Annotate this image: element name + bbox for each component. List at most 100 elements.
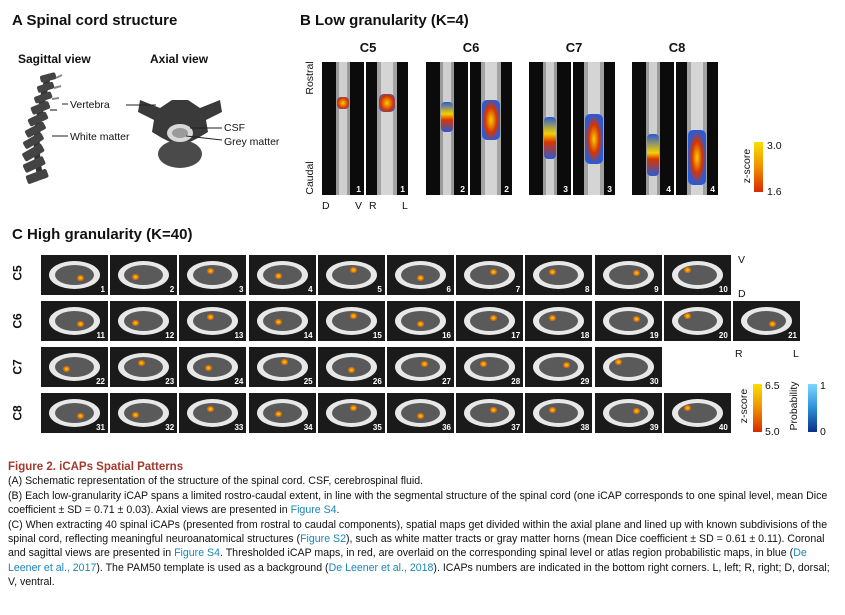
c-prob-label: Probability [788,381,800,431]
figure-s4-link[interactable]: Figure S4 [290,504,337,517]
icap-tile-31: 31 [41,393,108,433]
b-panel-c5-sagittal: 1 [322,62,364,195]
icap-number: 39 [649,423,659,432]
figure-s2-link[interactable]: Figure S2 [300,533,347,546]
de-leener-2018-link[interactable]: De Leener et al., 2018 [328,561,434,574]
icap-tile-8: 8 [525,255,593,295]
c-prob-min: 0 [820,426,826,438]
icap-tile-24: 24 [179,347,247,387]
orient-d: D [322,200,330,212]
icap-number: 4 [666,184,671,194]
icap-tile-9: 9 [594,255,662,295]
figure-title: Figure 2. iCAPs Spatial Patterns [8,461,184,473]
icap-number: 6 [446,285,451,294]
row-label-c7: C7 [10,359,25,375]
icap-number: 5 [377,285,382,294]
csf-label: CSF [224,122,245,134]
col-label-c7: C7 [565,40,583,55]
c-zscore-colorbar [753,384,762,432]
icap-tile-14: 14 [248,301,316,341]
axial-vertebra-drawing [126,100,223,168]
caption-a: (A) Schematic representation of the stru… [8,475,424,488]
vertebra-label: Vertebra [70,99,110,111]
icap-tile-17: 17 [456,301,524,341]
icap-number: 25 [303,377,313,386]
icap-tile-16: 16 [387,301,454,341]
b-zscore-colorbar [754,142,763,192]
icap-number: 2 [169,285,175,294]
icap-number: 20 [718,331,728,340]
c-zscore-max: 6.5 [765,380,780,392]
icap-number: 11 [96,331,105,340]
icap-tile-25: 25 [248,347,316,387]
icap-number: 26 [372,377,382,386]
icap-number: 35 [372,423,382,432]
icap-number: 3 [238,285,244,294]
icap-tile-2: 2 [110,255,178,295]
icap-tile-10: 10 [663,255,731,295]
icap-tile-3: 3 [179,255,247,295]
icap-number: 14 [303,331,313,340]
icap-number: 1 [356,184,361,194]
row-label-c5: C5 [10,265,25,281]
icap-number: 2 [460,184,465,194]
orient-v-c: V [738,254,746,266]
figure-s4-link-2[interactable]: Figure S4 [174,547,221,560]
caudal-label: Caudal [304,161,316,195]
icap-tile-19: 19 [594,301,662,341]
icap-number: 15 [372,331,382,340]
icap-number: 10 [718,285,728,294]
row-label-c8: C8 [10,405,25,421]
icap-tile-33: 33 [179,393,247,433]
icap-tile-39: 39 [594,393,662,433]
icap-number: 19 [649,331,659,340]
col-label-c6: C6 [462,40,480,55]
axial-view-label: Axial view [150,52,209,66]
caption-b: (B) Each low-granularity iCAP spans a li… [8,489,828,517]
b-panel-c8-coronal: 4 [676,62,718,195]
icap-number: 31 [96,423,105,432]
icap-number: 1 [400,184,405,194]
icap-number: 37 [511,423,521,432]
icap-number: 32 [165,423,175,432]
icap-tile-7: 7 [456,255,524,295]
icap-number: 1 [100,285,105,294]
icap-tile-40: 40 [663,393,731,433]
icap-tile-18: 18 [525,301,593,341]
icap-number: 7 [515,285,521,294]
orient-v: V [355,200,363,212]
de-leener-2017-link[interactable]: De Leener et al., 2017 [8,547,807,574]
icap-tile-20: 20 [663,301,731,341]
icap-number: 40 [718,423,728,432]
icap-tile-22: 22 [41,347,108,387]
b-panel-c6-coronal: 2 [470,62,512,195]
b-panel-c6-sagittal: 2 [426,62,468,195]
icap-number: 34 [303,423,313,432]
white-matter-label: White matter [70,131,130,143]
icap-tile-23: 23 [110,347,178,387]
sagittal-view-label: Sagittal view [18,52,91,66]
b-panel-c7-coronal: 3 [573,62,615,195]
icap-number: 3 [607,184,612,194]
icap-number: 16 [442,331,451,340]
row-label-c6: C6 [10,313,25,329]
b-colorbar-label: z-score [741,148,753,184]
orient-l-c: L [793,348,799,360]
icap-number: 36 [442,423,451,432]
grey-matter-label: Grey matter [224,136,280,148]
icap-number: 3 [563,184,568,194]
icap-number: 18 [580,331,590,340]
icap-number: 4 [710,184,715,194]
orient-l: L [402,200,408,212]
b-panel-c5-coronal: 1 [366,62,408,195]
icap-tile-29: 29 [525,347,593,387]
panel-c-title: C High granularity (K=40) [12,226,193,243]
icap-tile-5: 5 [317,255,385,295]
icap-number: 8 [584,285,590,294]
c-probability-colorbar [808,384,817,432]
panel-b-title: B Low granularity (K=4) [300,12,469,29]
icap-tile-4: 4 [248,255,316,295]
icap-tile-38: 38 [525,393,593,433]
icap-number: 29 [580,377,590,386]
c-zscore-min: 5.0 [765,426,780,438]
